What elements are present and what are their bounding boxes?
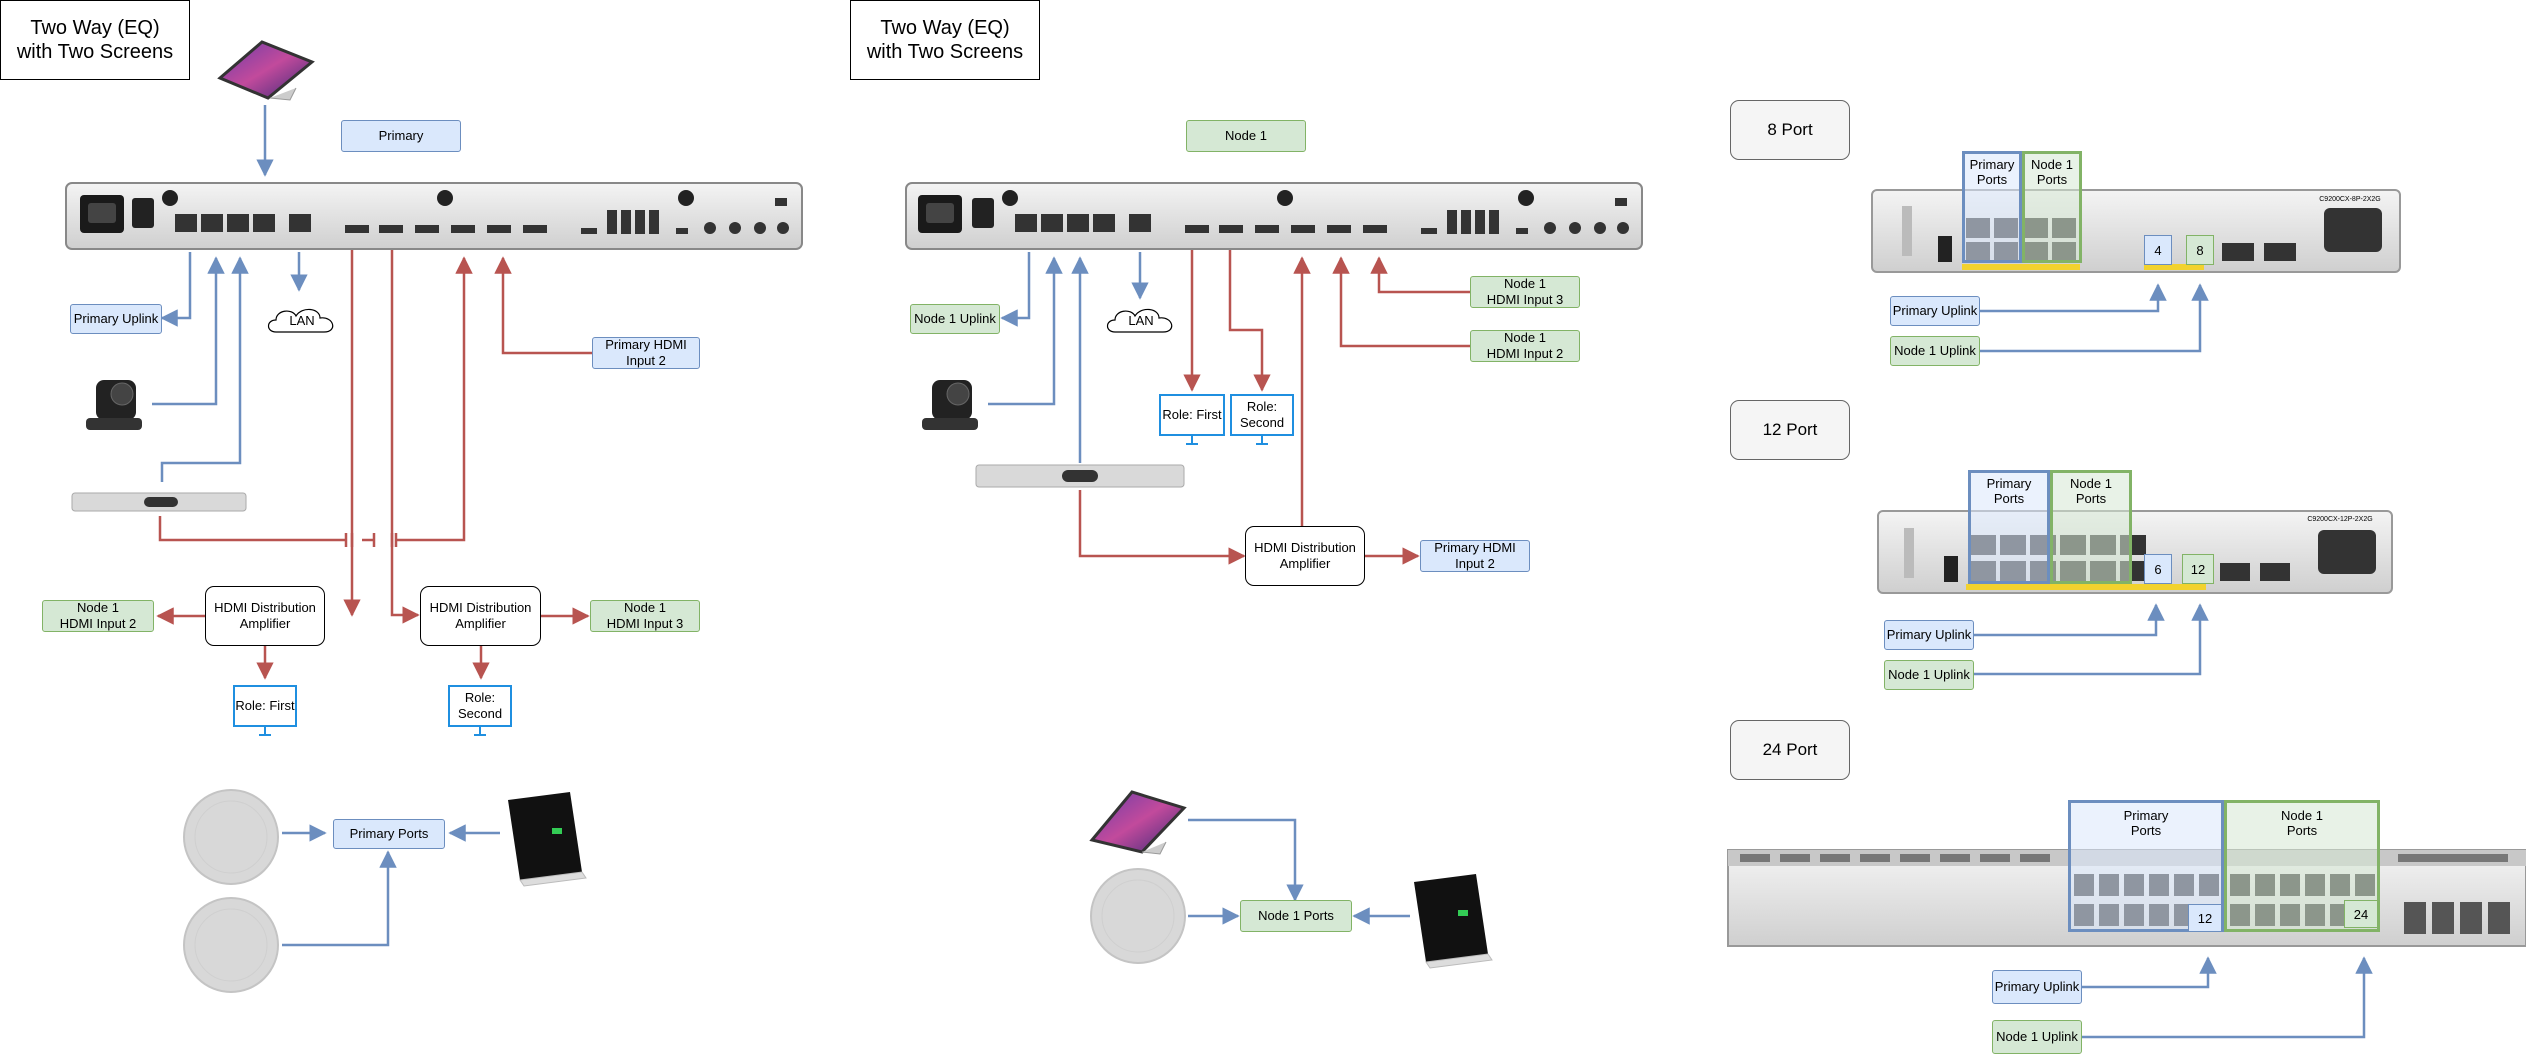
node1-hdmi-input3-label: Node 1 HDMI Input 3 xyxy=(590,600,700,632)
lan-cloud: LAN xyxy=(1101,304,1181,338)
node1-ports-highlight-8 xyxy=(2022,151,2082,263)
display-base xyxy=(1186,443,1198,445)
port-number-badge: 4 xyxy=(2144,235,2172,265)
primary-ports-label-24: Primary Ports xyxy=(2123,808,2169,838)
display-base xyxy=(1256,443,1268,445)
node1-hdmi-input2-label: Node 1 HDMI Input 2 xyxy=(42,600,154,632)
display-role-first: Role: First xyxy=(233,685,297,727)
primary-uplink-label-8: Primary Uplink xyxy=(1890,296,1980,326)
node1-ports-highlight-12 xyxy=(2050,470,2132,584)
node1-ports-label: Node 1 Ports xyxy=(1240,900,1352,932)
touch-panel-icon xyxy=(217,40,315,101)
primary-ports-highlight-8 xyxy=(1962,151,2022,263)
display-role-first: Role: First xyxy=(1159,394,1225,436)
node1-uplink-label-8: Node 1 Uplink xyxy=(1890,336,1980,366)
cloud-icon xyxy=(267,308,334,333)
primary-ports-label-8: Primary Ports xyxy=(1969,157,2015,187)
node1-hdmi-input2-label: Node 1 HDMI Input 2 xyxy=(1470,330,1580,362)
display-base xyxy=(474,734,486,736)
diagram-title-middle: Two Way (EQ) with Two Screens xyxy=(850,0,1040,80)
hdmi-distribution-amplifier-1: HDMI Distribution Amplifier xyxy=(205,586,325,646)
primary-hdmi-input2-label: Primary HDMI Input 2 xyxy=(1420,540,1530,572)
port-number-badge: 12 xyxy=(2188,904,2222,932)
hdmi-distribution-amplifier: HDMI Distribution Amplifier xyxy=(1245,526,1365,586)
hdmi-distribution-amplifier-2: HDMI Distribution Amplifier xyxy=(420,586,541,646)
diagram-title-left: Two Way (EQ) with Two Screens xyxy=(0,0,190,80)
camera-icon xyxy=(86,380,142,430)
display-base xyxy=(259,734,271,736)
primary-label: Primary xyxy=(341,120,461,152)
node1-uplink-label: Node 1 Uplink xyxy=(910,304,1000,334)
primary-uplink-label-24: Primary Uplink xyxy=(1992,970,2082,1004)
primary-uplink-label-12: Primary Uplink xyxy=(1884,620,1974,650)
port-number-badge: 6 xyxy=(2144,554,2172,584)
node1-ports-label-8: Node 1 Ports xyxy=(2031,157,2073,187)
node1-ports-label-24: Node 1 Ports xyxy=(2281,808,2323,838)
node1-label: Node 1 xyxy=(1186,120,1306,152)
lan-label: LAN xyxy=(1128,313,1154,328)
cloud-icon xyxy=(1106,308,1173,333)
navigator-panel-icon xyxy=(508,792,587,887)
node1-uplink-label-24: Node 1 Uplink xyxy=(1992,1020,2082,1054)
primary-uplink-label: Primary Uplink xyxy=(70,304,162,334)
lan-cloud: LAN xyxy=(262,304,342,338)
section-8-port: 8 Port xyxy=(1730,100,1850,160)
soundbar-icon xyxy=(71,492,247,512)
node1-uplink-label-12: Node 1 Uplink xyxy=(1884,660,1974,690)
display-role-second: Role: Second xyxy=(448,685,512,727)
touch-panel-icon xyxy=(1089,790,1187,855)
switch-model-label: C9200CX-8P-2X2G xyxy=(2319,196,2381,203)
display-stand xyxy=(264,727,266,735)
section-12-port: 12 Port xyxy=(1730,400,1850,460)
display-stand xyxy=(1261,436,1263,444)
primary-hdmi-input2-label: Primary HDMI Input 2 xyxy=(592,337,700,369)
display-role-second: Role: Second xyxy=(1230,394,1294,436)
node1-ports-label-12: Node 1 Ports xyxy=(2070,476,2112,506)
display-stand xyxy=(479,727,481,735)
section-24-port: 24 Port xyxy=(1730,720,1850,780)
port-number-badge: 8 xyxy=(2186,235,2214,265)
switch-model-label: C9200CX-12P-2X2G xyxy=(2307,516,2373,523)
camera-icon xyxy=(922,380,978,430)
ceiling-mic-icon xyxy=(1090,868,1186,964)
primary-ports-label: Primary Ports xyxy=(333,819,445,849)
codec-unit-primary xyxy=(65,182,803,250)
codec-unit-node1 xyxy=(905,182,1643,250)
lan-label: LAN xyxy=(289,313,315,328)
primary-ports-highlight-12 xyxy=(1968,470,2050,584)
port-number-badge: 12 xyxy=(2182,554,2214,584)
primary-ports-label-12: Primary Ports xyxy=(1986,476,2032,506)
port-number-badge: 24 xyxy=(2344,900,2378,928)
node1-hdmi-input3-label: Node 1 HDMI Input 3 xyxy=(1470,276,1580,308)
soundbar-icon xyxy=(975,464,1185,488)
display-stand xyxy=(1191,436,1193,444)
navigator-panel-icon xyxy=(1414,874,1493,969)
ceiling-mic-icon xyxy=(183,789,279,993)
